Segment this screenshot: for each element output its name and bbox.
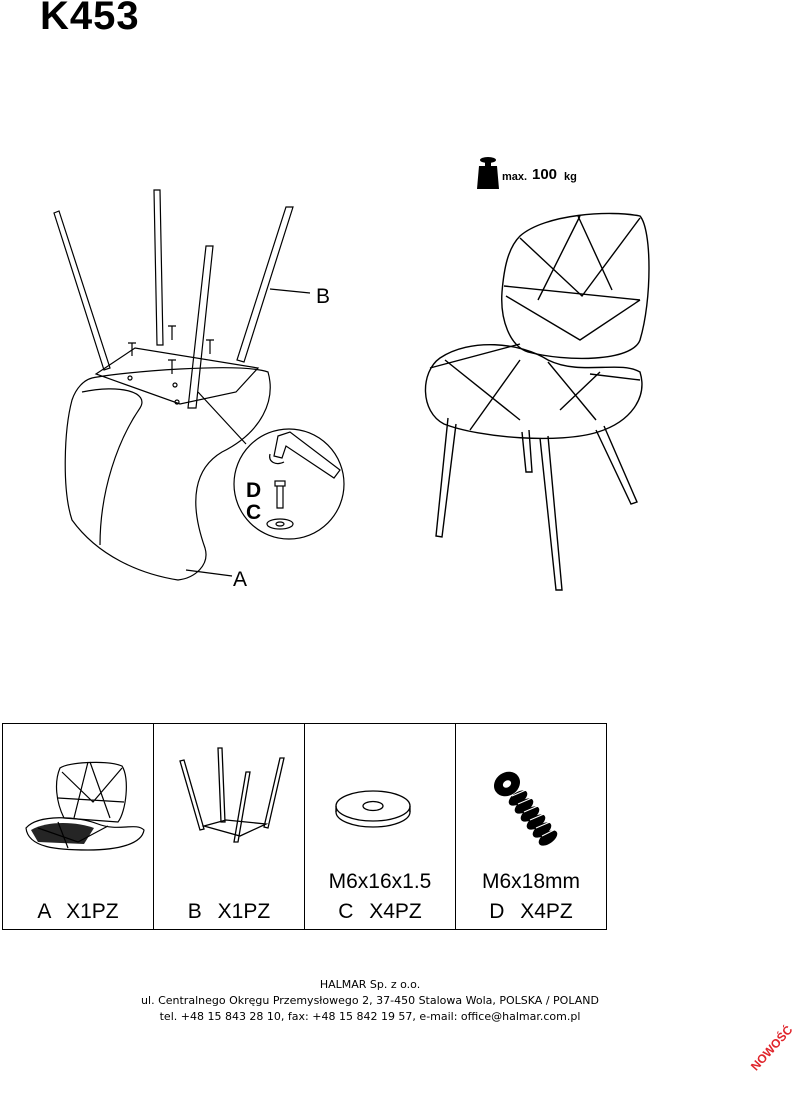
model-code: K453	[40, 0, 140, 38]
part-d-bolt-icon	[494, 771, 558, 846]
max-load-prefix: max.	[502, 171, 527, 183]
footer: HALMAR Sp. z o.o. ul. Centralnego Okręgu…	[0, 977, 740, 1025]
assembled-chair-illustration: max. 100 kg	[424, 157, 650, 591]
part-c-washer-icon	[335, 790, 411, 828]
part-a-qty: X1PZ	[66, 900, 119, 923]
callout-c: C	[246, 501, 261, 524]
part-cell-d: M6x18mm D X4PZ	[456, 724, 606, 929]
new-product-stamp: NOWOŚĆ	[748, 1022, 796, 1074]
max-load-unit: kg	[564, 171, 577, 183]
assembly-illustration: B A D C	[53, 189, 345, 591]
part-c-qty: X4PZ	[369, 900, 422, 923]
footer-company: HALMAR Sp. z o.o.	[319, 978, 421, 991]
part-cell-a: A X1PZ	[3, 724, 154, 929]
part-c-letter: C	[338, 900, 354, 923]
parts-table: A X1PZ B X1PZ M6x16x1.5 C X4PZ	[2, 723, 607, 930]
part-b-letter: B	[187, 900, 202, 923]
callout-b: B	[316, 285, 330, 308]
part-d-spec: M6x18mm	[481, 870, 581, 893]
part-d-qty: X4PZ	[520, 900, 573, 923]
part-c-spec: M6x16x1.5	[328, 870, 432, 893]
part-cell-b: B X1PZ	[154, 724, 305, 929]
part-d-letter: D	[489, 900, 505, 923]
part-a-seat-icon	[25, 761, 145, 851]
callout-d: D	[246, 479, 261, 502]
part-b-qty: X1PZ	[217, 900, 271, 923]
callout-a: A	[233, 568, 247, 591]
part-a-letter: A	[37, 900, 51, 923]
footer-address: ul. Centralnego Okręgu Przemysłowego 2, …	[141, 994, 599, 1007]
weight-icon	[477, 157, 499, 189]
max-load-value: 100	[532, 166, 557, 183]
part-cell-c: M6x16x1.5 C X4PZ	[305, 724, 456, 929]
footer-contact: tel. +48 15 843 28 10, fax: +48 15 842 1…	[159, 1010, 581, 1023]
part-b-legs-icon	[179, 747, 285, 843]
